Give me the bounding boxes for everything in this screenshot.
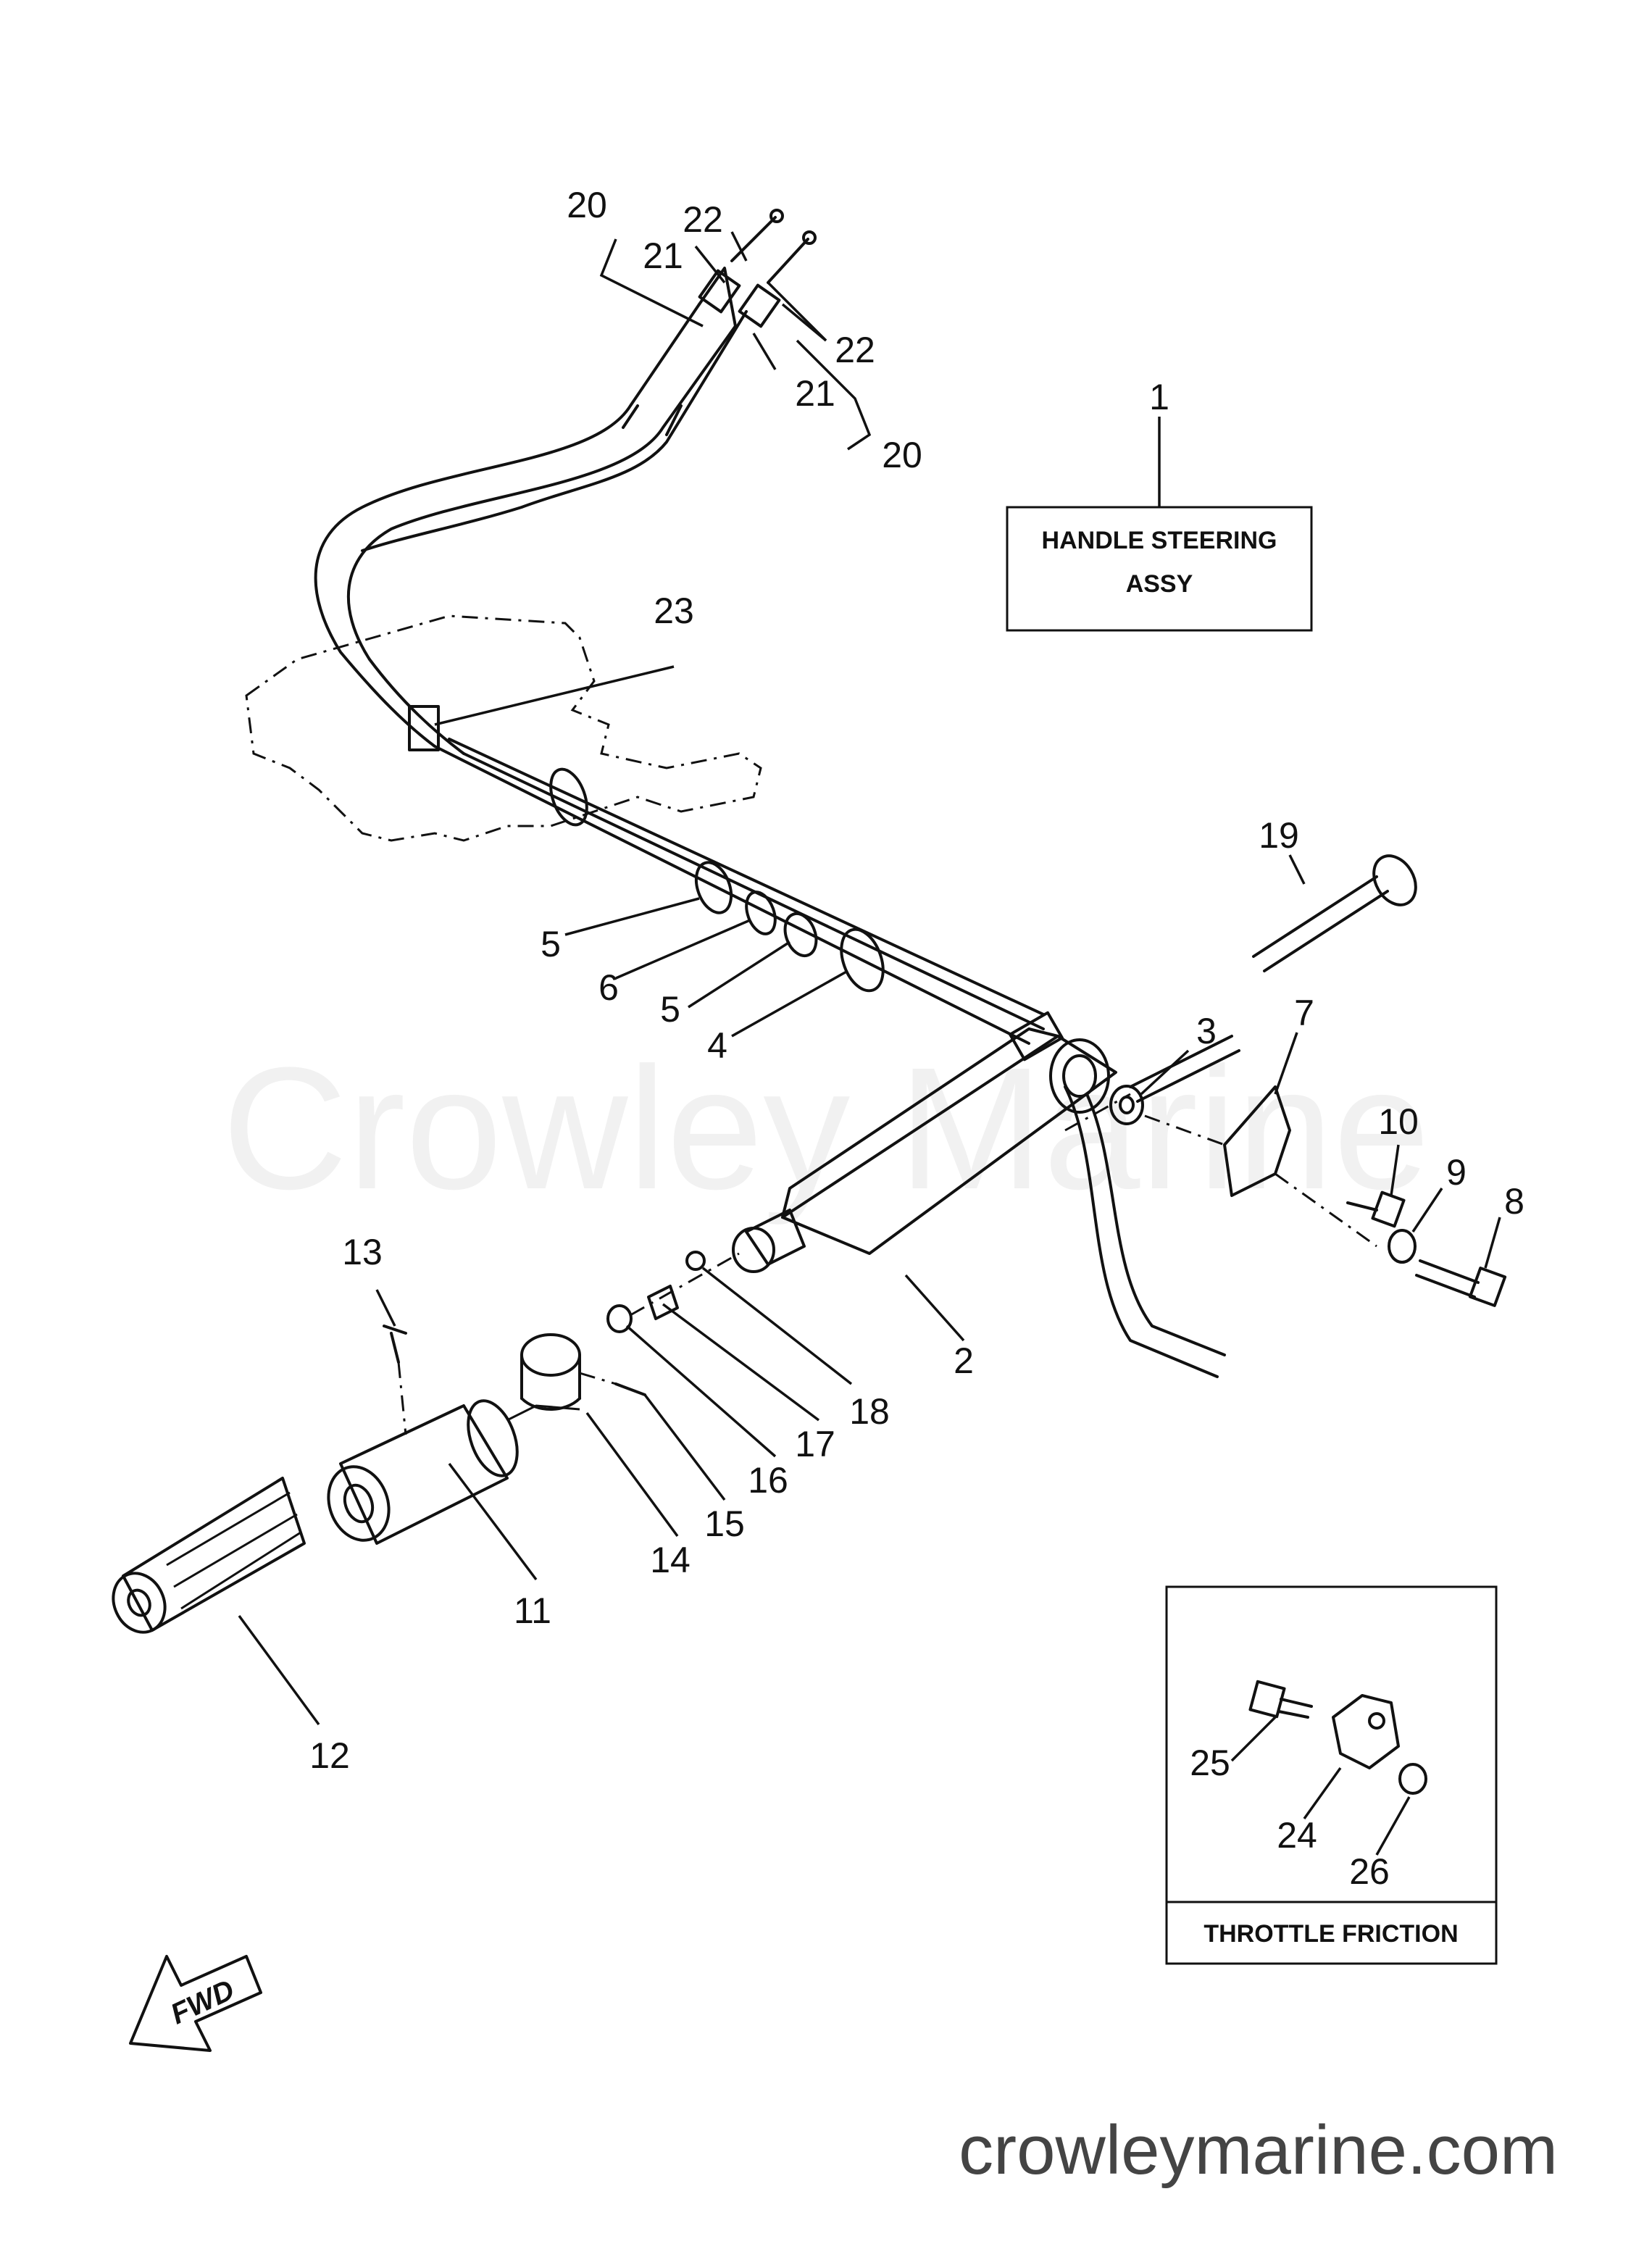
callout-17: 17: [795, 1424, 835, 1464]
ring-18: [685, 1251, 706, 1271]
washer-3: [1109, 1085, 1144, 1125]
washer-16: [606, 1304, 633, 1333]
callout-1: 1: [1149, 377, 1169, 417]
callout-6: 6: [598, 967, 619, 1008]
rubber-grip-12: [112, 1477, 306, 1634]
assembly-label-box: HANDLE STEERING ASSY: [1006, 506, 1313, 632]
cable-clamp-23: [408, 705, 440, 751]
callout-20b: 20: [882, 435, 922, 475]
forward-arrow-label: FWD: [166, 1974, 239, 2030]
assembly-label-line1: HANDLE STEERING: [1042, 527, 1277, 554]
website-text: crowleymarine.com: [959, 2111, 1558, 2189]
inset-title: THROTTLE FRICTION: [1203, 1920, 1458, 1948]
callout-22a: 22: [683, 199, 723, 240]
spring-17: [647, 1285, 679, 1320]
callout-3: 3: [1196, 1011, 1217, 1051]
bolt-25: [1248, 1680, 1286, 1719]
callout-23: 23: [654, 591, 694, 631]
callout-20a: 20: [567, 185, 607, 225]
bolt-8: [1415, 1259, 1480, 1298]
callout-18: 18: [849, 1391, 890, 1432]
nut-26: [1398, 1763, 1427, 1795]
watermark-text: Crowley Marine: [222, 1031, 1430, 1225]
throttle-grip-11: [327, 1333, 581, 1545]
callout-10: 10: [1378, 1101, 1419, 1142]
callout-19: 19: [1259, 815, 1299, 856]
callout-12: 12: [309, 1735, 350, 1776]
callout-21b: 21: [795, 373, 835, 414]
callout-7: 7: [1294, 993, 1314, 1033]
washer-9: [1388, 1229, 1417, 1264]
steering-shaft: [433, 738, 1045, 1045]
callout-15: 15: [704, 1503, 745, 1544]
screw-15: [614, 1382, 646, 1396]
throttle-cables: [314, 209, 817, 755]
friction-block-24: [1332, 1694, 1400, 1769]
tiller-handle-2: [732, 1011, 1226, 1378]
screw-13: [390, 1332, 400, 1364]
callout-2: 2: [954, 1340, 974, 1381]
callout-numbers: 1 2 3 4 5 5 6 7 8 9 10 11 12 13 14 15 16…: [309, 185, 1524, 1776]
rod-19: [1064, 854, 1417, 1132]
callout-25: 25: [1190, 1743, 1230, 1783]
callout-5b: 5: [660, 989, 680, 1030]
callout-9: 9: [1446, 1152, 1467, 1193]
callout-4: 4: [707, 1025, 727, 1066]
throttle-friction-inset: THROTTLE FRICTION 25 24 26: [1165, 1585, 1498, 1965]
callout-13: 13: [342, 1232, 383, 1272]
callout-11: 11: [514, 1590, 551, 1631]
callout-8: 8: [1504, 1181, 1524, 1222]
callout-24: 24: [1277, 1815, 1317, 1856]
leader-lines: [238, 231, 1501, 1726]
callout-26: 26: [1349, 1851, 1390, 1892]
bracket-7: [1223, 1085, 1291, 1197]
callout-14: 14: [650, 1540, 691, 1580]
bracket-phantom-outline: [245, 614, 762, 842]
bolt-10: [1346, 1201, 1378, 1211]
callout-21a: 21: [643, 235, 683, 276]
forward-arrow-icon: FWD: [129, 1955, 262, 2052]
callout-16: 16: [748, 1460, 788, 1501]
callout-5a: 5: [541, 924, 561, 964]
assembly-label-line2: ASSY: [1126, 570, 1193, 598]
callout-22b: 22: [835, 330, 875, 370]
